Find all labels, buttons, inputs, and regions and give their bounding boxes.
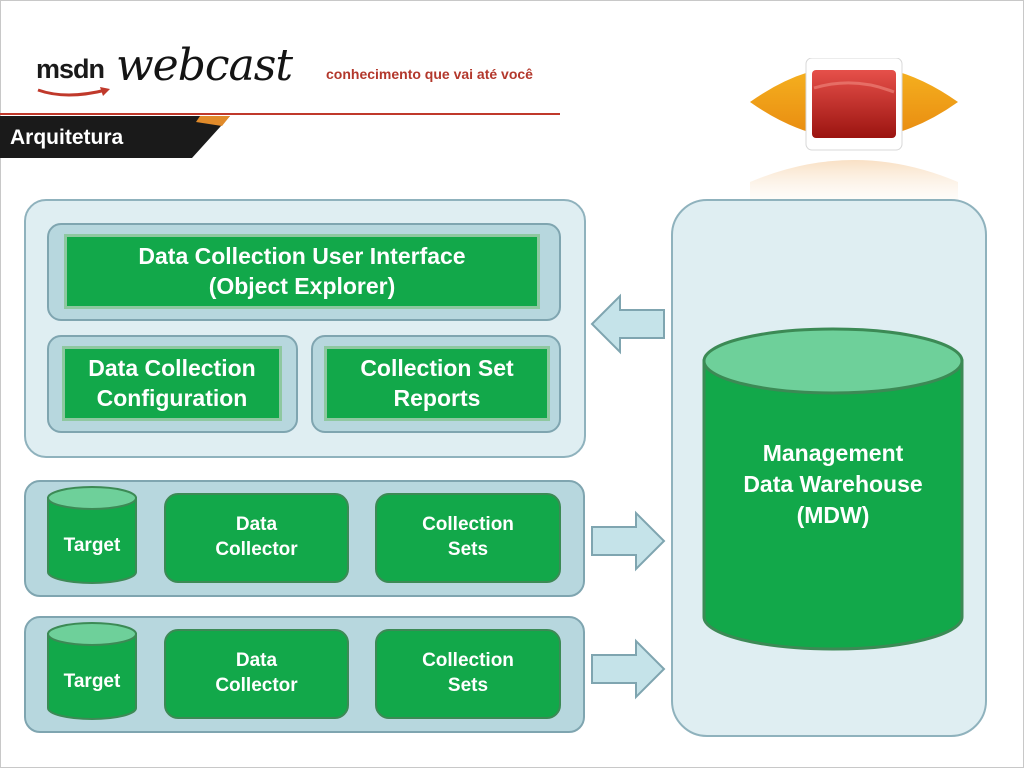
header-divider: [0, 113, 560, 115]
arrow-right-icon: [591, 638, 666, 700]
data-collector-box: Data Collector: [164, 629, 349, 719]
logo-webcast-text: webcast: [116, 40, 293, 91]
data-collection-config-box: Data Collection Configuration: [62, 346, 282, 421]
collection-sets-box: Collection Sets: [375, 493, 561, 583]
data-collection-ui-box: Data Collection User Interface (Object E…: [64, 234, 540, 309]
target-cylinder-icon: [47, 622, 137, 720]
mdw-label: Management Data Warehouse (MDW): [743, 440, 923, 529]
data-collector-box: Data Collector: [164, 493, 349, 583]
swoosh-icon: [37, 87, 110, 97]
logo-tagline: conhecimento que vai até você: [326, 66, 533, 82]
section-title-bar: [0, 116, 230, 158]
logo-msdn-text: msdn: [36, 54, 105, 84]
target-label: Target: [63, 535, 121, 556]
section-title: Arquitetura: [10, 126, 124, 149]
target-cylinder-icon: [47, 486, 137, 584]
arrow-left-icon: [590, 293, 665, 355]
arrow-right-icon: [591, 510, 666, 572]
msdn-webcast-logo: msdn webcast conhecimento que vai até vo…: [36, 40, 576, 100]
eye-logo-icon: [750, 58, 958, 218]
collection-set-reports-box: Collection Set Reports: [324, 346, 550, 421]
mdw-cylinder-icon: [702, 327, 964, 651]
target-label: Target: [63, 671, 121, 692]
collection-sets-box: Collection Sets: [375, 629, 561, 719]
